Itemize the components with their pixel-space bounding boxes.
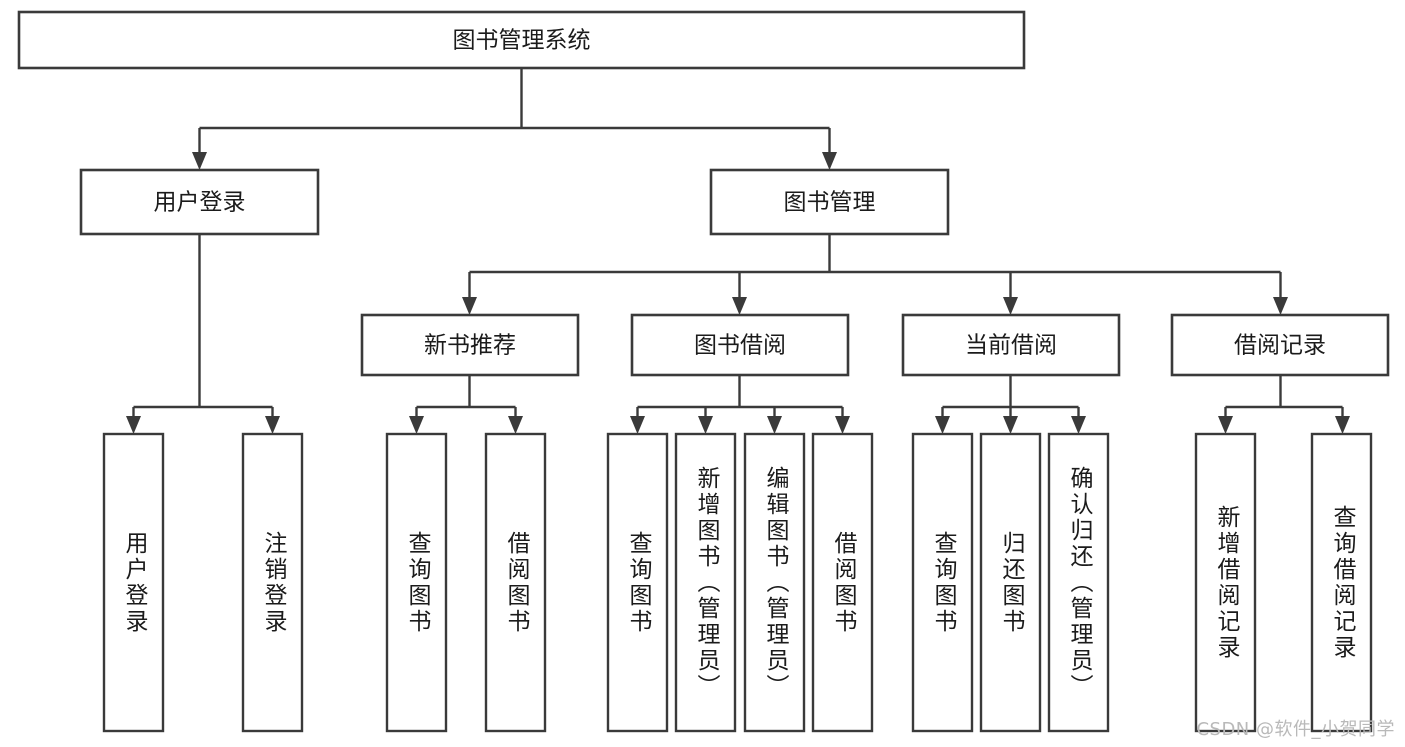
leaf-confirm-return-box[interactable] (1047, 432, 1110, 733)
arrow-head-leaf-query-borrow-record (1335, 416, 1350, 434)
node-root[interactable]: 图书管理系统 (17, 10, 1026, 70)
connector-group-current-borrow (935, 375, 1086, 434)
leaf-boxes (102, 432, 1373, 733)
arrow-head-new-book-recommend (462, 297, 477, 315)
csdn-watermark: CSDN @软件_小贺同学 (1196, 719, 1395, 740)
leaf-add-book-box[interactable] (674, 432, 737, 733)
leaf-return-book-box[interactable] (979, 432, 1042, 733)
node-new-book-recommend-box (360, 313, 580, 377)
connector-group-new-book-recommend (409, 375, 523, 434)
node-root-label: 图书管理系统 (453, 28, 591, 54)
arrow-head-leaf-borrow-book (835, 416, 850, 434)
arrow-head-leaf-logout (265, 416, 280, 434)
arrow-head-leaf-return-book (1003, 416, 1018, 434)
leaf-borrow-book-recommend-box[interactable] (484, 432, 547, 733)
leaf-query-book-borrow-box[interactable] (606, 432, 669, 733)
node-borrow-record[interactable]: 借阅记录 (1170, 313, 1390, 377)
leaf-query-borrow-record-box[interactable] (1310, 432, 1373, 733)
leaf-add-borrow-record-box[interactable] (1194, 432, 1257, 733)
arrow-head-current-borrow (1003, 297, 1018, 315)
node-new-book-recommend[interactable]: 新书推荐 (360, 313, 580, 377)
node-book-management[interactable]: 图书管理 (709, 168, 950, 236)
connector-group-book-management (462, 234, 1288, 315)
node-current-borrow-label: 当前借阅 (965, 333, 1057, 359)
arrow-head-leaf-add-book (698, 416, 713, 434)
arrow-head-leaf-borrow-book-recommend (508, 416, 523, 434)
leaf-logout-box[interactable] (241, 432, 304, 733)
connector-group-book-borrow (630, 375, 850, 434)
node-borrow-record-box (1170, 313, 1390, 377)
connector-group-borrow-record (1218, 375, 1350, 434)
leaf-edit-book-box[interactable] (743, 432, 806, 733)
arrow-head-leaf-add-borrow-record (1218, 416, 1233, 434)
arrow-head-borrow-record (1273, 297, 1288, 315)
node-new-book-recommend-label: 新书推荐 (424, 333, 516, 359)
node-current-borrow[interactable]: 当前借阅 (901, 313, 1121, 377)
node-borrow-record-label: 借阅记录 (1234, 333, 1326, 359)
node-current-borrow-box (901, 313, 1121, 377)
arrow-head-book-management (822, 152, 837, 170)
arrow-head-book-borrow (732, 297, 747, 315)
leaf-borrow-book-box[interactable] (811, 432, 874, 733)
node-book-management-label: 图书管理 (784, 190, 876, 216)
arrow-head-leaf-query-book-recommend (409, 416, 424, 434)
node-root-box (17, 10, 1026, 70)
node-book-borrow-label: 图书借阅 (694, 333, 786, 359)
arrow-head-leaf-query-book-borrow (630, 416, 645, 434)
node-user-login-box (79, 168, 320, 236)
leaf-user-login-box[interactable] (102, 432, 165, 733)
leaf-query-book-current-box[interactable] (911, 432, 974, 733)
connector-group-user-login (126, 234, 280, 434)
arrow-head-leaf-confirm-return (1071, 416, 1086, 434)
leaf-query-book-recommend-box[interactable] (385, 432, 448, 733)
arrow-head-leaf-user-login (126, 416, 141, 434)
node-user-login-label: 用户登录 (154, 190, 246, 216)
connector-group-root (192, 68, 837, 170)
arrow-head-user-login (192, 152, 207, 170)
node-book-borrow[interactable]: 图书借阅 (630, 313, 850, 377)
arrow-head-leaf-query-book-current (935, 416, 950, 434)
node-user-login[interactable]: 用户登录 (79, 168, 320, 236)
arrow-head-leaf-edit-book (767, 416, 782, 434)
node-book-borrow-box (630, 313, 850, 377)
node-book-management-box (709, 168, 950, 236)
